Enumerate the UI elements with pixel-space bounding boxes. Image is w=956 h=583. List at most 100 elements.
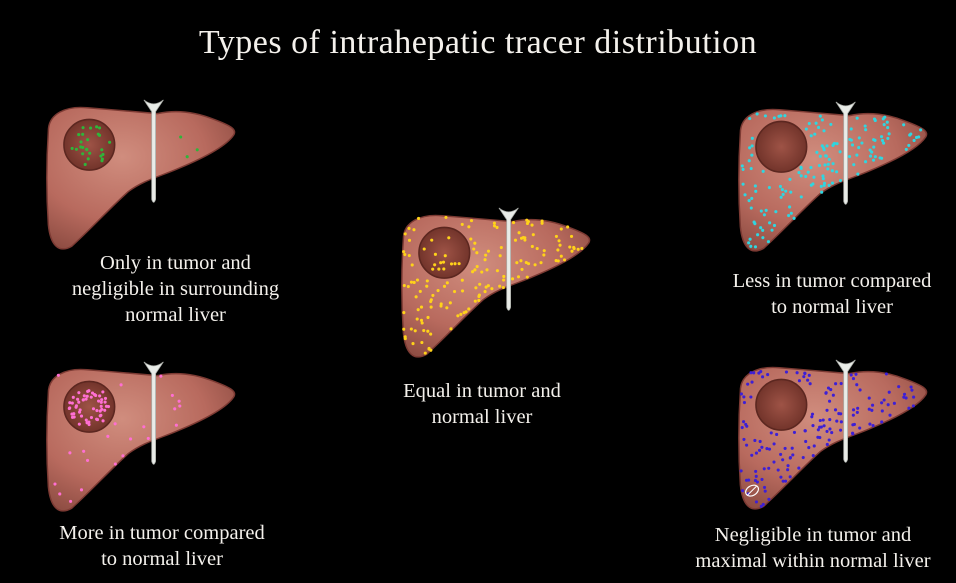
tracer-dot <box>740 469 743 472</box>
tracer-dot <box>760 505 763 508</box>
tracer-dot <box>860 141 863 144</box>
tracer-dot <box>104 397 107 400</box>
tracer-dot <box>514 239 517 242</box>
tracer-dot <box>437 268 440 271</box>
tracer-dot <box>859 388 862 391</box>
tracer-dot <box>818 436 821 439</box>
tracer-dot <box>886 137 889 140</box>
tracer-dot <box>437 289 440 292</box>
tracer-dot <box>820 185 823 188</box>
tracer-dot <box>477 295 480 298</box>
tracer-dot <box>808 122 811 125</box>
tracer-dot <box>856 411 859 414</box>
tracer-dot <box>883 398 886 401</box>
tracer-dot <box>532 233 535 236</box>
tracer-dot <box>95 125 98 128</box>
tracer-dot <box>99 154 102 157</box>
tracer-dot <box>886 126 889 129</box>
tracer-dot <box>755 452 758 455</box>
tracer-dot <box>768 221 771 224</box>
caption-line: normal liver <box>68 302 283 328</box>
tracer-dot <box>463 311 466 314</box>
tracer-dot <box>779 453 782 456</box>
tracer-dot <box>797 467 800 470</box>
tracer-dot <box>759 370 762 373</box>
tracer-dot <box>832 143 835 146</box>
tracer-dot <box>98 126 101 129</box>
tracer-dot <box>828 400 831 403</box>
tracer-dot <box>772 460 775 463</box>
tracer-dot <box>780 196 783 199</box>
tracer-dot <box>808 374 811 377</box>
tracer-dot <box>797 171 800 174</box>
tracer-dot <box>831 182 834 185</box>
tracer-dot <box>403 253 406 256</box>
tracer-dot <box>473 268 476 271</box>
tracer-dot <box>422 329 425 332</box>
tracer-dot <box>754 479 757 482</box>
tracer-dot <box>749 371 752 374</box>
tracer-dot <box>802 456 805 459</box>
tracer-dot <box>759 440 762 443</box>
tracer-dot <box>121 454 124 457</box>
tracer-dot <box>870 151 873 154</box>
caption-line: to normal liver <box>712 294 952 320</box>
tracer-dot <box>754 470 757 473</box>
tracer-dot <box>750 197 753 200</box>
tracer-dot <box>791 447 794 450</box>
tracer-dot <box>840 420 843 423</box>
tracer-dot <box>754 245 757 248</box>
tracer-dot <box>500 246 503 249</box>
tracer-dot <box>855 383 858 386</box>
tracer-dot <box>97 133 100 136</box>
tracer-dot <box>88 152 91 155</box>
tracer-dot <box>512 221 515 224</box>
tracer-dot <box>493 222 496 225</box>
tracer-dot <box>68 401 71 404</box>
tracer-dot <box>411 342 414 345</box>
caption-line: to normal liver <box>22 546 302 572</box>
tracer-dot <box>755 475 758 478</box>
liver-illustration-less-in-tumor <box>730 100 934 256</box>
tracer-dot <box>912 396 915 399</box>
tracer-dot <box>519 259 522 262</box>
tracer-dot <box>175 424 178 427</box>
tracer-dot <box>83 394 86 397</box>
tracer-dot <box>450 262 453 265</box>
tracer-dot <box>851 432 854 435</box>
tracer-dot <box>743 401 746 404</box>
tracer-dot <box>804 175 807 178</box>
tracer-dot <box>75 404 78 407</box>
tracer-dot <box>753 221 756 224</box>
tracer-dot <box>823 182 826 185</box>
tracer-dot <box>784 447 787 450</box>
tracer-dot <box>85 419 88 422</box>
tracer-dot <box>101 419 104 422</box>
liver-illustration-more-in-tumor <box>38 360 242 516</box>
tracer-dot <box>556 248 559 251</box>
tracer-dot <box>807 171 810 174</box>
tracer-dot <box>179 135 182 138</box>
tracer-dot <box>420 306 423 309</box>
tracer-dot <box>147 437 150 440</box>
tracer-dot <box>78 423 81 426</box>
tracer-dot <box>777 468 780 471</box>
tracer-dot <box>72 396 75 399</box>
tracer-dot <box>748 117 751 120</box>
tracer-dot <box>79 140 82 143</box>
tracer-dot <box>518 231 521 234</box>
tracer-dot <box>459 313 462 316</box>
tracer-dot <box>446 281 449 284</box>
tracer-dot <box>834 382 837 385</box>
tracer-dot <box>750 454 753 457</box>
tracer-dot <box>563 258 566 261</box>
tracer-dot <box>53 482 56 485</box>
tracer-dot <box>526 276 529 279</box>
tracer-dot <box>897 385 900 388</box>
tracer-dot <box>84 163 87 166</box>
tracer-dot <box>782 193 785 196</box>
tracer-dot <box>426 316 429 319</box>
tracer-dot <box>100 401 103 404</box>
tracer-dot <box>764 114 767 117</box>
